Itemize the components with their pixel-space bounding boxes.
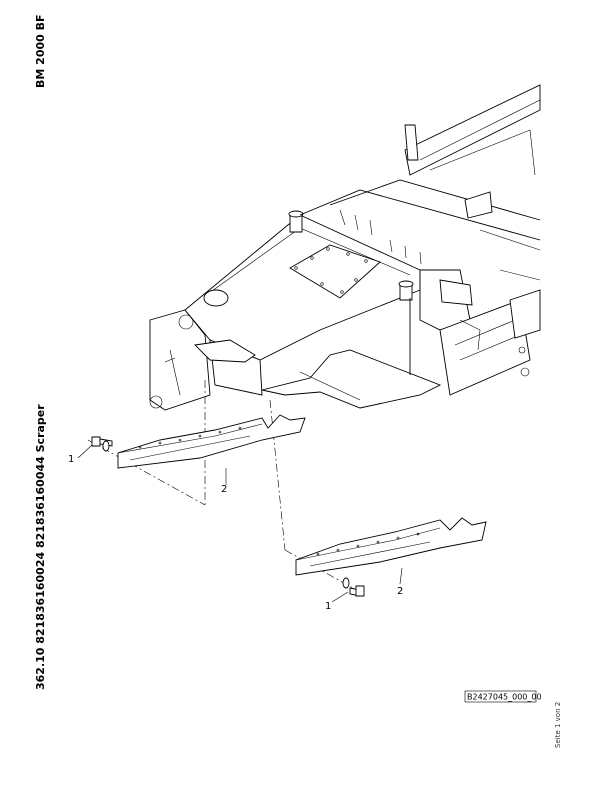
leader-lines [77,444,403,603]
machine-frame [149,84,541,411]
drawing-number: B2427045_000_00 [467,693,542,702]
drawing-number-box [464,690,537,703]
callout-scraper-lower: 2 [397,586,403,597]
bolt-upper [91,436,113,452]
scraper-upper [117,414,306,469]
callout-scraper-upper: 2 [221,484,227,495]
bolt-lower [342,577,365,597]
scraper-lower [295,517,487,576]
callout-bolt-lower: 1 [325,601,331,612]
callout-bolt-upper: 1 [68,454,74,465]
